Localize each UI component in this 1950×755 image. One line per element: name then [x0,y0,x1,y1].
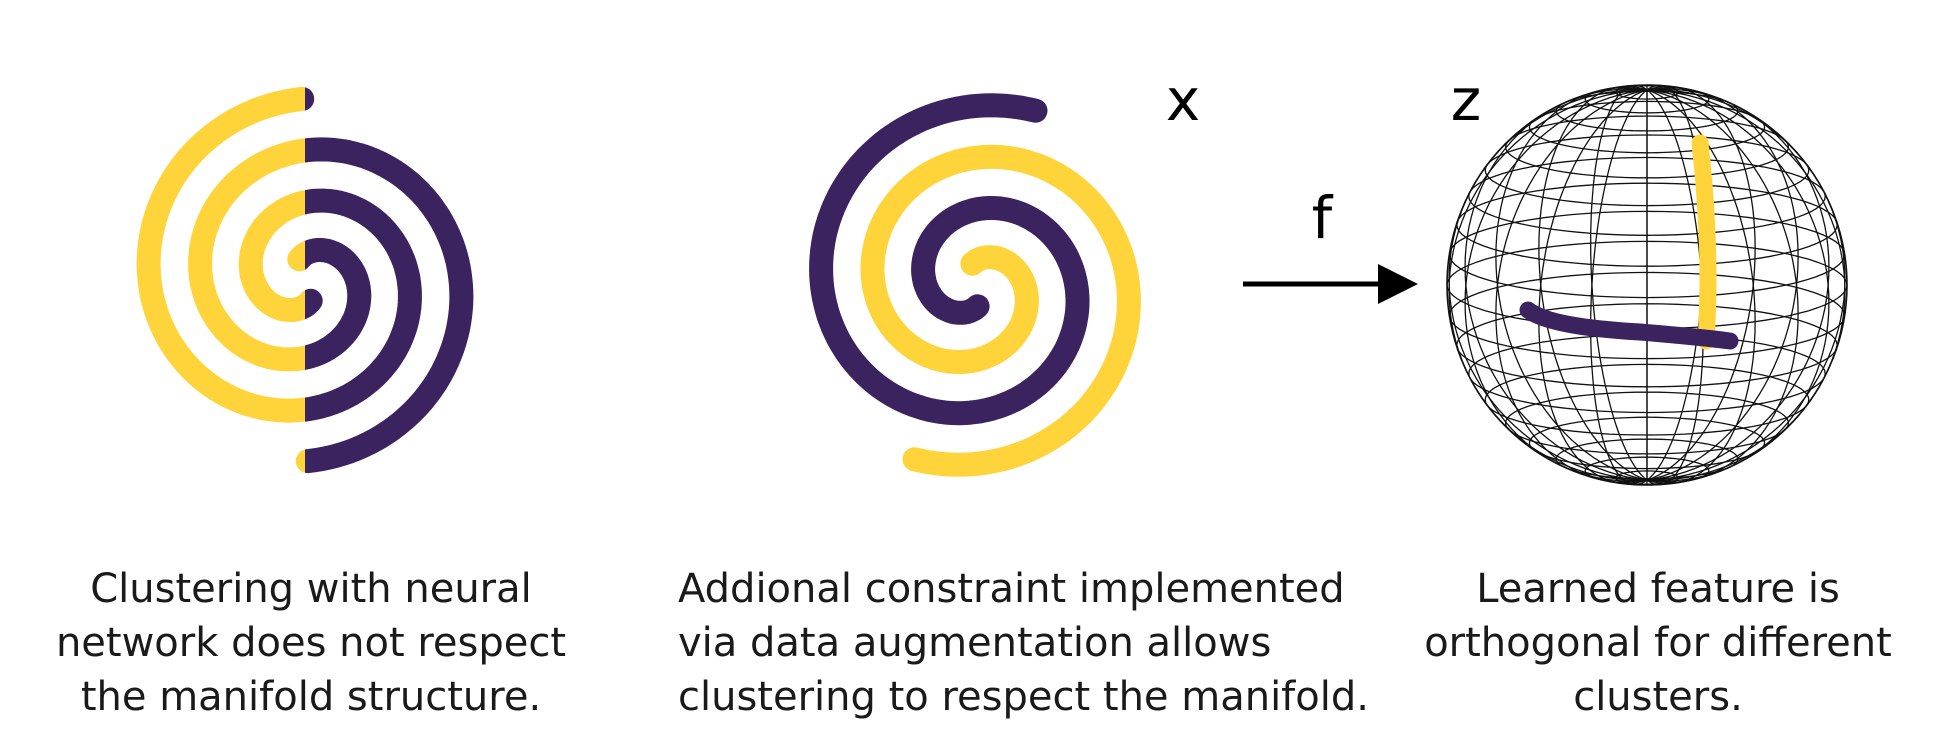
left-half-cluster [136,86,305,473]
left-half-arm-1 [136,86,305,423]
sphere-parallel [1448,210,1846,299]
left-half-arm-2 [188,138,305,473]
sphere-meridian [1538,89,1648,485]
cluster-b-spiral [809,93,1090,426]
sphere-parallel [1446,240,1848,330]
right-half-arm-1 [305,87,422,422]
sphere-parallel [1615,470,1679,486]
cluster-a-spiral [860,144,1141,477]
feature-space-label: z [1451,66,1481,134]
caption-naive-clustering: Clustering with neural network does not … [55,566,567,720]
sphere-meridian [1448,89,1648,481]
manifold-clustering-spirals [809,93,1141,477]
sphere-meridian [1538,85,1648,481]
sphere-parallel [1484,134,1810,207]
cluster-b-feature-curve [1519,301,1739,350]
sphere-meridian [1646,89,1846,481]
input-space-label: x [1166,66,1200,134]
unit-sphere-wireframe [1446,84,1848,486]
caption-orthogonal-features: Learned feature is orthogonal for differ… [1424,566,1892,720]
sphere-meridian [1646,89,1846,481]
sphere-parallel [1504,391,1790,455]
sphere-parallel [1504,115,1790,179]
sphere-parallel [1456,303,1838,388]
right-half-arm-2 [305,137,474,474]
mapping-arrow [1243,264,1418,304]
sphere-parallel [1456,182,1838,267]
sphere-parallel [1468,156,1826,236]
sphere-meridian [1448,89,1648,481]
right-half-cluster [305,87,474,474]
sphere-parallel [1484,363,1810,436]
sphere-outline [1446,84,1848,486]
sphere-parallel [1448,271,1846,360]
sphere-parallel [1528,100,1766,154]
mapping-label: f [1312,184,1334,252]
naive-clustering-spirals [136,86,474,474]
sphere-parallel [1555,90,1739,132]
caption-augmented-clustering: Addional constraint implemented via data… [678,566,1369,720]
sphere-parallel [1528,416,1766,470]
cluster-a-feature-curve [1691,134,1717,350]
